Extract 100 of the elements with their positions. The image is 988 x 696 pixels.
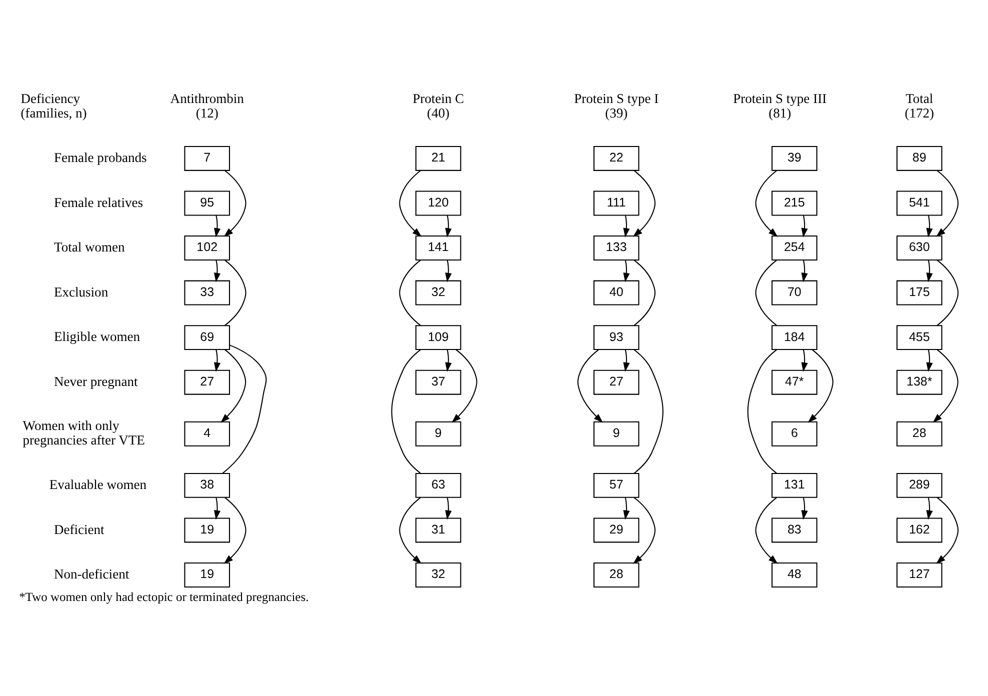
arrow xyxy=(623,497,630,520)
arrow xyxy=(932,348,958,422)
label: Antithrombin (12) xyxy=(170,90,244,120)
label: Deficiency (families, n) xyxy=(20,90,87,120)
node-box: 162 xyxy=(896,517,942,542)
arrow xyxy=(936,170,959,236)
node-box: 102 xyxy=(184,235,230,260)
label: Evaluable women xyxy=(49,476,147,492)
connector xyxy=(936,259,959,326)
connector xyxy=(755,259,777,326)
label: Non-deficient xyxy=(54,566,130,582)
caption: *Two women only had ectopic or terminated pregnancies. xyxy=(19,590,309,604)
connector xyxy=(222,344,267,474)
connector xyxy=(634,259,656,326)
arrow xyxy=(623,214,630,238)
node-box: 184 xyxy=(772,324,818,350)
node-box: 48 xyxy=(772,562,818,587)
arrow xyxy=(632,170,656,236)
arrow xyxy=(632,496,656,564)
arrow xyxy=(224,170,246,236)
label: Protein C (40) xyxy=(412,90,464,120)
label: Protein S type III (81) xyxy=(733,90,827,120)
arrow xyxy=(445,214,452,238)
arrow xyxy=(755,170,778,236)
node-box: 19 xyxy=(184,517,230,542)
node-box: 33 xyxy=(184,280,230,305)
node-box: 27 xyxy=(184,369,230,394)
node-box: 27 xyxy=(593,369,640,394)
node-box: 95 xyxy=(184,190,230,216)
node-box: 6 xyxy=(772,420,818,446)
node-box: 111 xyxy=(593,190,640,216)
node-box: 83 xyxy=(772,517,818,542)
node-box: 127 xyxy=(896,562,942,587)
arrow xyxy=(220,348,246,422)
arrow xyxy=(623,349,630,372)
node-box: 254 xyxy=(772,235,818,260)
arrow xyxy=(399,170,422,236)
node-box: 40 xyxy=(593,280,640,305)
label: Women with only pregnancies after VTE xyxy=(22,418,145,448)
node-box: 47* xyxy=(772,369,818,394)
node-box: 38 xyxy=(184,472,230,498)
arrow xyxy=(926,497,933,520)
node-box: 29 xyxy=(593,517,640,542)
node-box: 289 xyxy=(896,472,942,498)
arrow xyxy=(755,496,778,564)
arrow xyxy=(445,497,452,520)
node-box: 109 xyxy=(415,324,462,350)
node-box: 93 xyxy=(593,324,640,350)
node-box: 57 xyxy=(593,472,640,498)
label: Female relatives xyxy=(54,194,143,210)
node-box: 37 xyxy=(415,369,462,394)
node-box: 215 xyxy=(772,190,818,216)
node-box: 19 xyxy=(184,562,230,587)
label: Total women xyxy=(54,239,125,254)
node-box: 630 xyxy=(896,235,942,260)
node-box: 69 xyxy=(184,324,230,350)
arrow xyxy=(926,260,933,282)
node-box: 32 xyxy=(415,562,462,587)
node-box: 9 xyxy=(593,420,640,446)
node-box: 89 xyxy=(896,145,942,170)
label: Female probands xyxy=(54,149,147,164)
connector xyxy=(747,348,777,474)
node-box: 4 xyxy=(184,420,230,446)
arrow xyxy=(808,348,834,422)
arrow xyxy=(452,348,478,422)
connector xyxy=(399,259,421,326)
label: Total (172) xyxy=(904,90,934,120)
node-box: 7 xyxy=(184,145,230,170)
connector xyxy=(391,348,421,474)
arrow xyxy=(214,497,220,520)
label: Eligible women xyxy=(54,328,140,344)
node-box: 141 xyxy=(415,235,462,260)
node-box: 120 xyxy=(415,190,462,216)
node-box: 131 xyxy=(772,472,818,498)
node-box: 138* xyxy=(896,369,942,394)
arrow xyxy=(399,496,422,564)
arrow xyxy=(801,260,808,282)
arrow xyxy=(936,496,959,564)
arrow xyxy=(224,496,246,564)
label: Protein S type I (39) xyxy=(574,90,659,120)
node-box: 32 xyxy=(415,280,462,305)
label: Exclusion xyxy=(54,284,108,299)
connector xyxy=(634,348,664,474)
label: Never pregnant xyxy=(54,373,138,388)
node-box: 175 xyxy=(896,280,942,305)
arrow xyxy=(926,349,933,372)
node-box: 31 xyxy=(415,517,462,542)
arrow xyxy=(926,214,933,238)
arrow xyxy=(801,214,808,238)
node-box: 541 xyxy=(896,190,942,216)
node-box: 28 xyxy=(896,420,942,446)
arrow xyxy=(801,497,808,520)
arrow xyxy=(214,349,220,372)
node-box: 22 xyxy=(593,145,640,170)
node-box: 63 xyxy=(415,472,462,498)
arrow xyxy=(623,260,630,282)
node-box: 70 xyxy=(772,280,818,305)
connector xyxy=(224,259,246,326)
node-box: 133 xyxy=(593,235,640,260)
arrow xyxy=(214,260,220,282)
